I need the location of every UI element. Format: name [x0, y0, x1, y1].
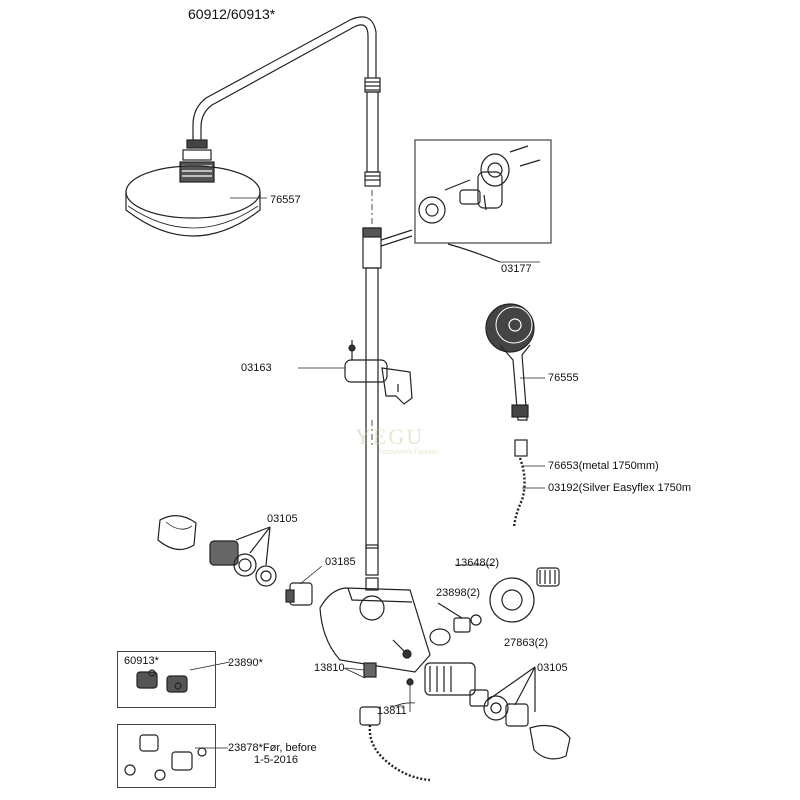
- hose-silver-number: 03192: [548, 482, 579, 494]
- shower-arm: [192, 16, 381, 225]
- diagram-title: 60912/60913*: [188, 6, 276, 22]
- check-valve-qty: (2): [466, 587, 481, 599]
- leader-lines: [343, 564, 493, 707]
- seal-qty: (2): [534, 637, 549, 649]
- inset-box-2: [117, 724, 216, 788]
- label-hose-metal: 76653(metal 1750mm): [548, 460, 659, 472]
- inset-1-part: 23890*: [228, 657, 263, 669]
- check-valve-number: 23898: [436, 587, 467, 599]
- label-eccentric: 13648(2): [455, 557, 499, 569]
- seal-number: 27863: [504, 637, 535, 649]
- label-handle-right: 03105: [537, 662, 568, 674]
- inset-2-part: 23878*Før, before: [228, 742, 317, 754]
- hose: [512, 439, 545, 529]
- diverter: [345, 662, 431, 782]
- hose-metal-number: 76653: [548, 460, 579, 472]
- right-handle-assembly: [424, 662, 571, 760]
- label-check-valve: 23898(2): [436, 587, 480, 599]
- wall-bracket: [414, 139, 552, 263]
- inset-1-parts: [136, 661, 231, 693]
- inset-2-note-2: 1-5-2016: [254, 754, 299, 766]
- slider: [298, 340, 413, 405]
- hose-metal-note: (metal 1750mm): [578, 460, 659, 472]
- watermark-tagline: Ecosystem Fashion: [378, 449, 440, 456]
- eccentric-number: 13648: [455, 557, 486, 569]
- label-seal: 27863(2): [504, 637, 548, 649]
- label-wall-bracket: 03177: [501, 263, 532, 275]
- inset-2-part-number: 23878*: [228, 742, 263, 754]
- label-handle-left: 03105: [267, 513, 298, 525]
- inset-box-1: [117, 651, 216, 708]
- hose-silver-note: (Silver Easyflex 1750m: [578, 482, 692, 494]
- eccentric-qty: (2): [485, 557, 500, 569]
- label-slider: 03163: [241, 362, 272, 374]
- right-connectors: [429, 567, 560, 646]
- label-diverter-nut: 13810: [314, 662, 345, 674]
- inset-2-note-1: Før, before: [262, 742, 317, 754]
- thermostat-body: [319, 577, 431, 673]
- label-hose-silver: 03192(Silver Easyflex 1750m: [548, 482, 691, 494]
- hand-shower: [485, 303, 545, 421]
- label-head-shower: 76557: [270, 194, 301, 206]
- watermark-brand: YEGU: [355, 424, 425, 449]
- inset-1-tag: 60913*: [124, 655, 159, 667]
- riser-pipe: [362, 227, 413, 576]
- label-diverter: 13811: [377, 705, 407, 717]
- label-hand-shower: 76555: [548, 372, 579, 384]
- inset-2-parts: [124, 734, 228, 781]
- label-cartridge: 03185: [325, 556, 356, 568]
- head-shower: [125, 139, 267, 237]
- left-handle-assembly: [157, 515, 323, 606]
